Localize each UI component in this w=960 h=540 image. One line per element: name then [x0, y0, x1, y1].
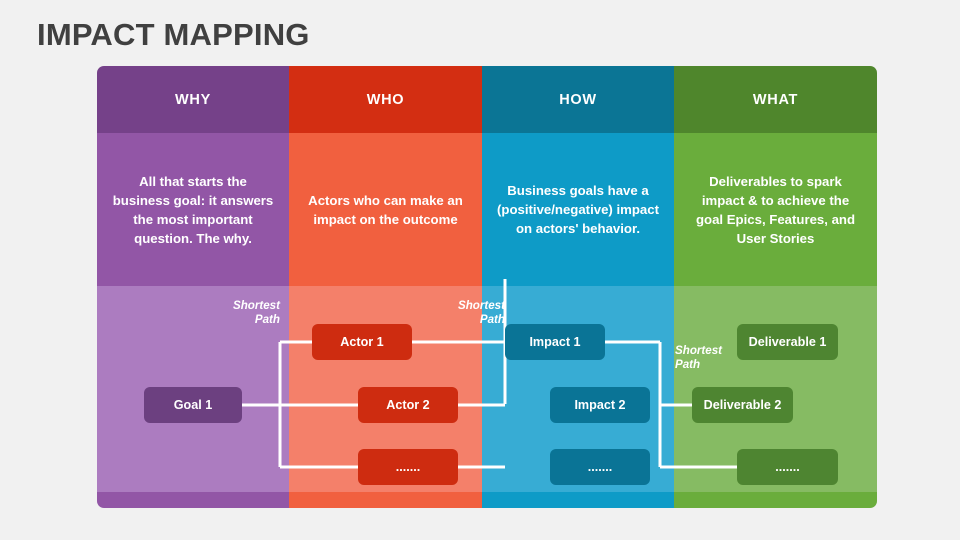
shortest-path-label-why-who: Shortest Path	[207, 299, 280, 327]
shortest-path-line-2: Path	[479, 313, 505, 326]
shortest-path-label-who-how: Shortest Path	[432, 299, 505, 327]
column-who: WHO Actors who can make an impact on the…	[289, 66, 482, 508]
column-description-why: All that starts the business goal: it an…	[97, 133, 289, 286]
node-actor-more[interactable]: .......	[358, 449, 458, 485]
shortest-path-line-2: Path	[254, 313, 280, 326]
node-actor-2[interactable]: Actor 2	[358, 387, 458, 423]
column-footer-what	[674, 492, 877, 508]
page-title: IMPACT MAPPING	[37, 17, 310, 52]
column-header-why: WHY	[97, 66, 289, 133]
node-impact-more[interactable]: .......	[550, 449, 650, 485]
column-footer-who	[289, 492, 482, 508]
column-how: HOW Business goals have a (positive/nega…	[482, 66, 674, 508]
column-header-how: HOW	[482, 66, 674, 133]
node-deliverable-2[interactable]: Deliverable 2	[692, 387, 793, 423]
node-impact-1[interactable]: Impact 1	[505, 324, 605, 360]
shortest-path-line-2: Path	[675, 358, 701, 371]
shortest-path-line-1: Shortest	[675, 344, 723, 357]
shortest-path-line-1: Shortest	[232, 299, 280, 312]
column-header-who: WHO	[289, 66, 482, 133]
column-description-who: Actors who can make an impact on the out…	[289, 133, 482, 286]
node-actor-1[interactable]: Actor 1	[312, 324, 412, 360]
column-footer-how	[482, 492, 674, 508]
node-goal-1[interactable]: Goal 1	[144, 387, 242, 423]
node-deliverable-1[interactable]: Deliverable 1	[737, 324, 838, 360]
node-impact-2[interactable]: Impact 2	[550, 387, 650, 423]
column-header-what: WHAT	[674, 66, 877, 133]
column-what: WHAT Deliverables to spark impact & to a…	[674, 66, 877, 508]
column-description-how: Business goals have a (positive/negative…	[482, 133, 674, 286]
impact-map-board: WHY All that starts the business goal: i…	[97, 66, 877, 508]
node-deliverable-more[interactable]: .......	[737, 449, 838, 485]
shortest-path-line-1: Shortest	[457, 299, 505, 312]
shortest-path-label-how-what: Shortest Path	[675, 344, 748, 372]
column-footer-why	[97, 492, 289, 508]
column-why: WHY All that starts the business goal: i…	[97, 66, 289, 508]
column-description-what: Deliverables to spark impact & to achiev…	[674, 133, 877, 286]
